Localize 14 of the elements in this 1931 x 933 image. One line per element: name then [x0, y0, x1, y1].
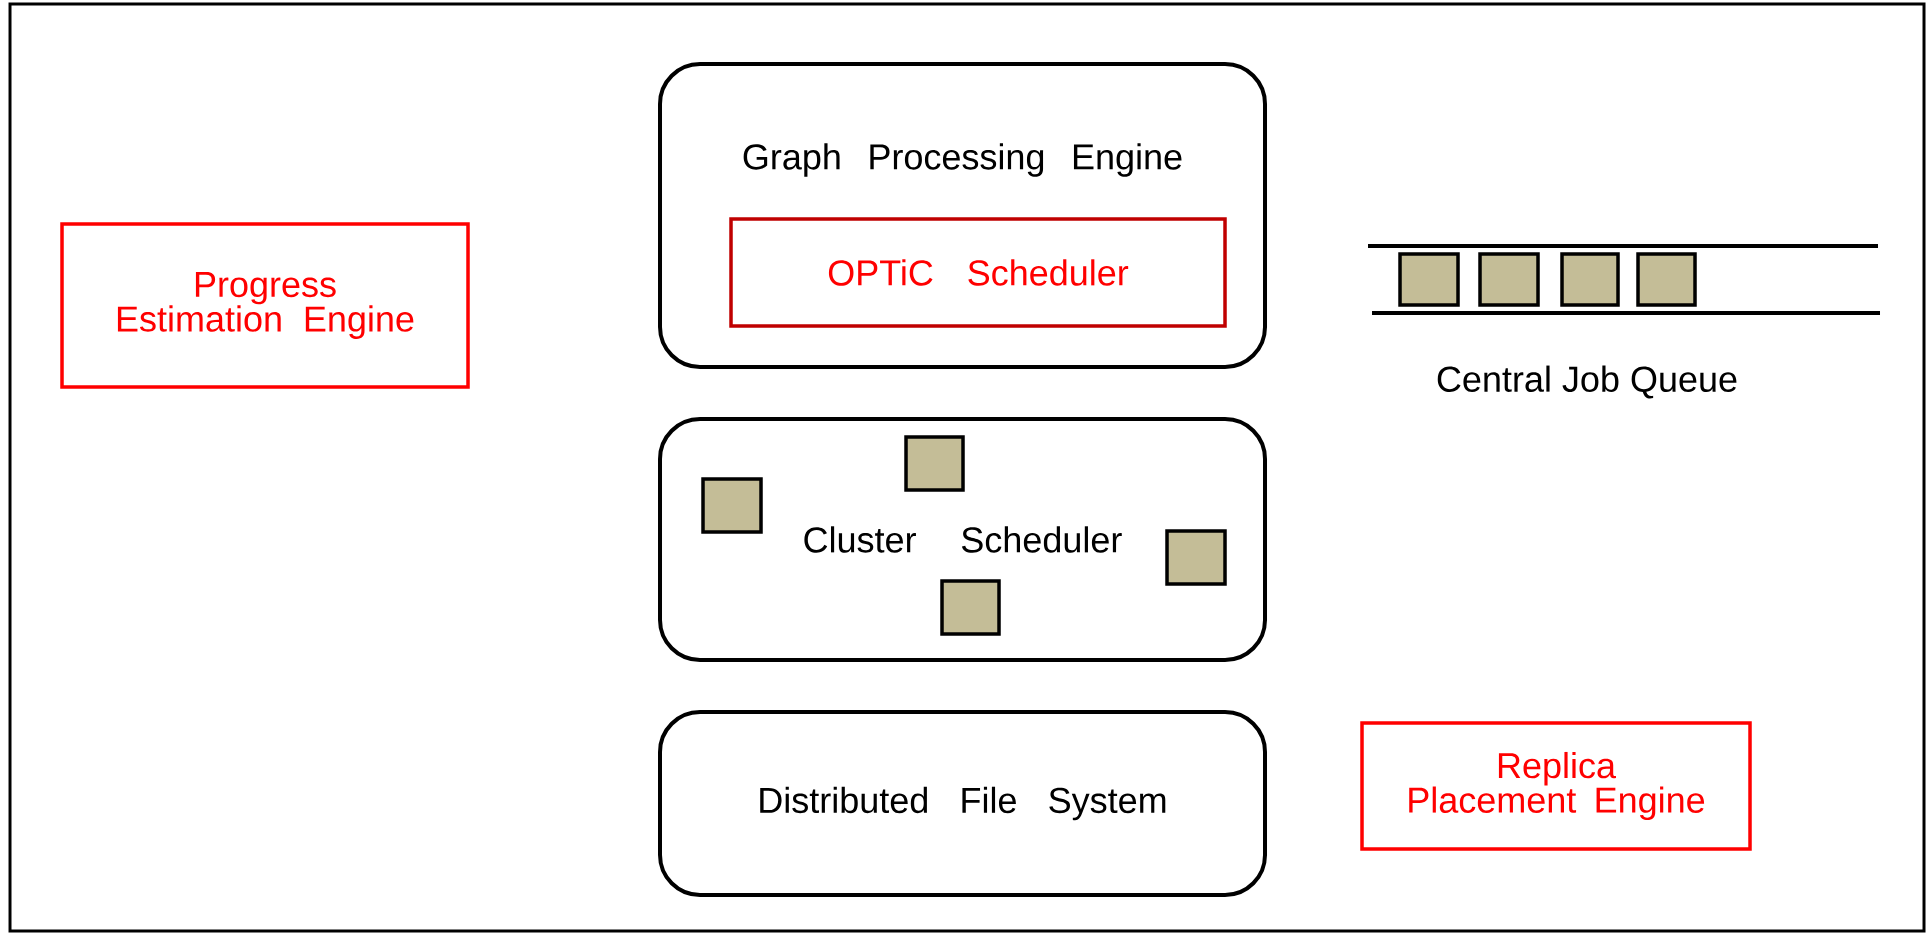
job-square [1636, 252, 1697, 307]
job-square [904, 435, 965, 492]
job-square [1560, 252, 1620, 307]
job-square [1398, 252, 1460, 307]
scheduler-box: OPTiC Scheduler [729, 217, 1227, 328]
job-square [1478, 252, 1540, 307]
engine-box: Progress Estimation Engine [60, 222, 470, 389]
component-box: Distributed File System [658, 710, 1267, 897]
queue-label: Central Job Queue [1437, 365, 1737, 399]
job-square [701, 477, 763, 534]
job-square [940, 579, 1001, 636]
component-box: Cluster Scheduler [658, 417, 1267, 662]
engine-box: Replica Placement Engine [1360, 721, 1752, 851]
job-square [1165, 529, 1227, 586]
